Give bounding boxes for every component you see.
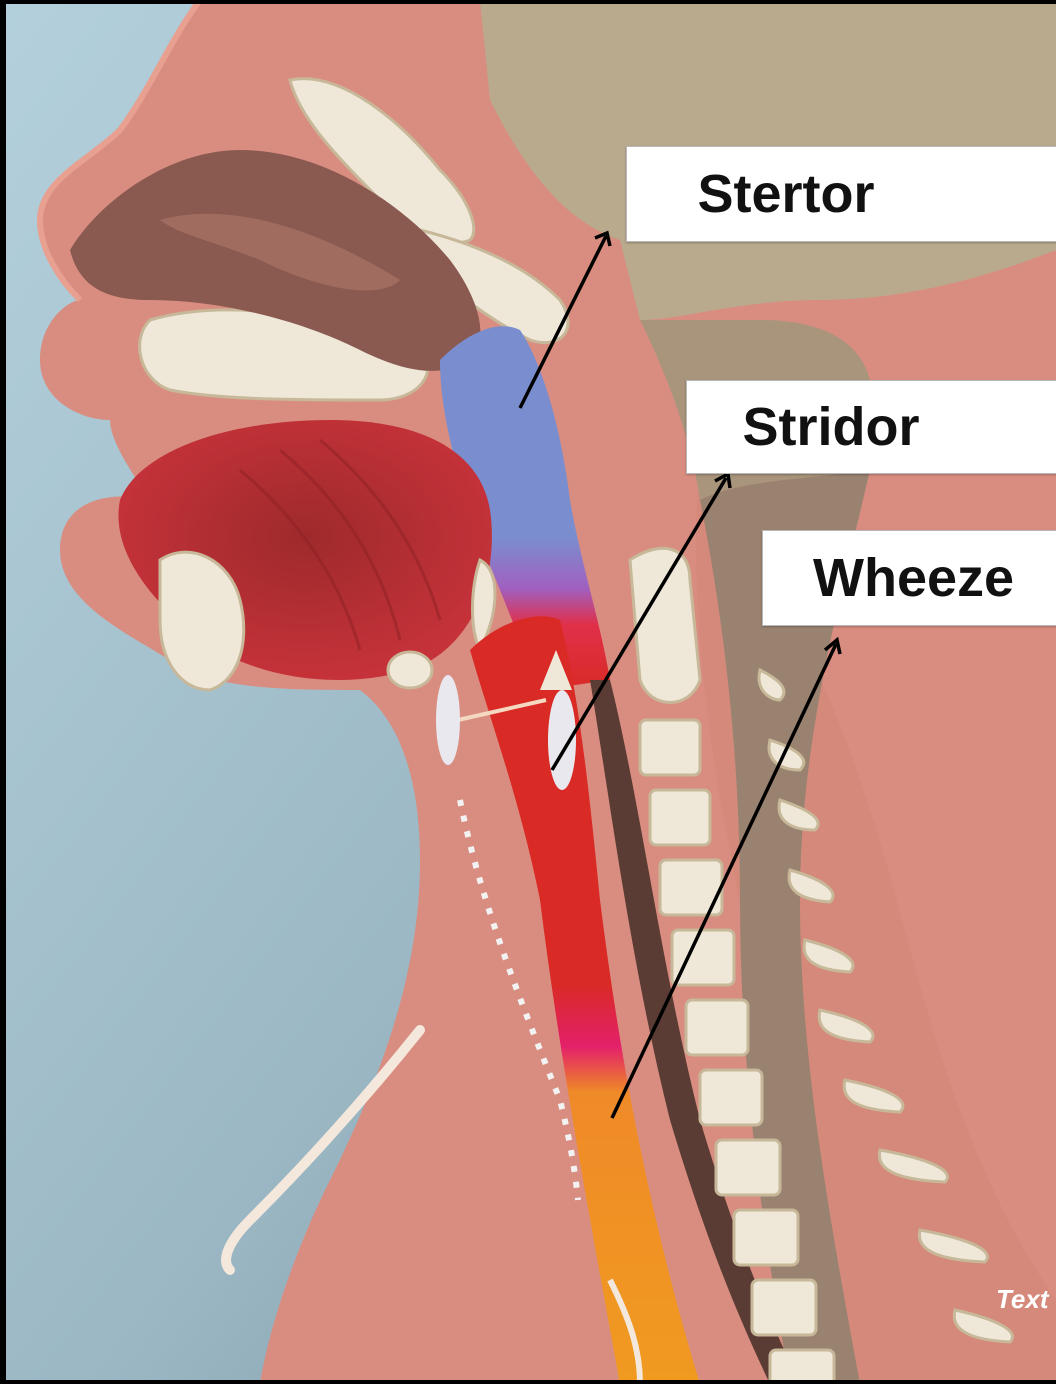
stridor-label: Stridor (686, 380, 1056, 474)
left-border (0, 0, 6, 1384)
bottom-border (0, 1380, 1056, 1384)
hyoid-bone (388, 652, 432, 688)
wheeze-label: Wheeze (762, 530, 1056, 626)
stertor-label: Stertor (626, 146, 1056, 242)
top-border (0, 0, 1056, 4)
wheeze-label-text: Wheeze (813, 547, 1014, 609)
stertor-label-text: Stertor (697, 163, 874, 225)
image-credit: Text (996, 1284, 1049, 1315)
stridor-label-text: Stridor (742, 396, 919, 458)
thyroid-cartilage (436, 675, 460, 765)
